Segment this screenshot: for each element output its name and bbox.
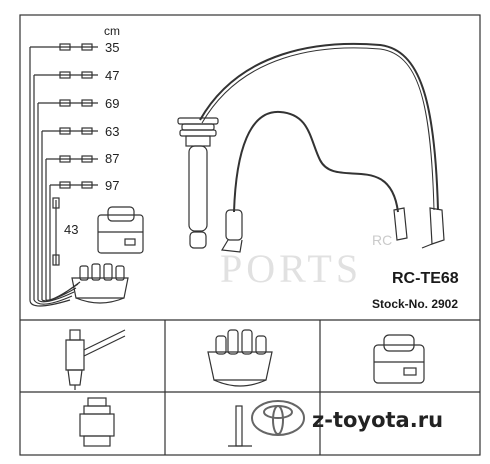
lead-length-43: 43: [64, 222, 79, 237]
unit-label: cm: [104, 24, 120, 38]
ignition-coil-small: [97, 206, 144, 254]
plug-boot-1: [221, 209, 243, 253]
coil-tower-icon: [79, 397, 115, 447]
lead-length-35: 35: [105, 40, 120, 55]
lead-length-87: 87: [105, 151, 120, 166]
ignition-coil-icon: [373, 334, 425, 384]
lead-97: [50, 181, 98, 189]
plug-boot-2: [393, 207, 408, 241]
plug-boot-3: [421, 207, 445, 249]
watermark-text: PORTS: [220, 246, 363, 291]
lead-47: [50, 71, 98, 79]
lead-87: [50, 155, 98, 163]
lead-69: [50, 99, 98, 107]
diagram-frame: [19, 14, 481, 456]
distributor-cap-icon: [207, 329, 273, 387]
site-label: z-toyota.ru: [312, 408, 444, 432]
kit-title: RC-TE68: [392, 270, 459, 287]
lead-length-47: 47: [105, 68, 120, 83]
lead-43: [52, 197, 60, 266]
lead-35: [50, 43, 98, 51]
lead-length-97: 97: [105, 178, 120, 193]
toyota-logo: [251, 400, 305, 436]
watermark-corner: RC: [372, 232, 393, 248]
long-lead-1: [199, 42, 439, 211]
spark-plug-icon: [65, 329, 126, 390]
lead-63: [50, 127, 98, 135]
long-lead-2: [233, 110, 399, 213]
coil-boot-large: [177, 117, 219, 249]
lead-bus: [29, 46, 51, 300]
distributor-cap-small: [71, 263, 129, 304]
lead-length-69: 69: [105, 96, 120, 111]
terminal-icon: [228, 405, 252, 447]
stock-number: Stock-No. 2902: [372, 297, 459, 311]
lead-length-63: 63: [105, 124, 120, 139]
